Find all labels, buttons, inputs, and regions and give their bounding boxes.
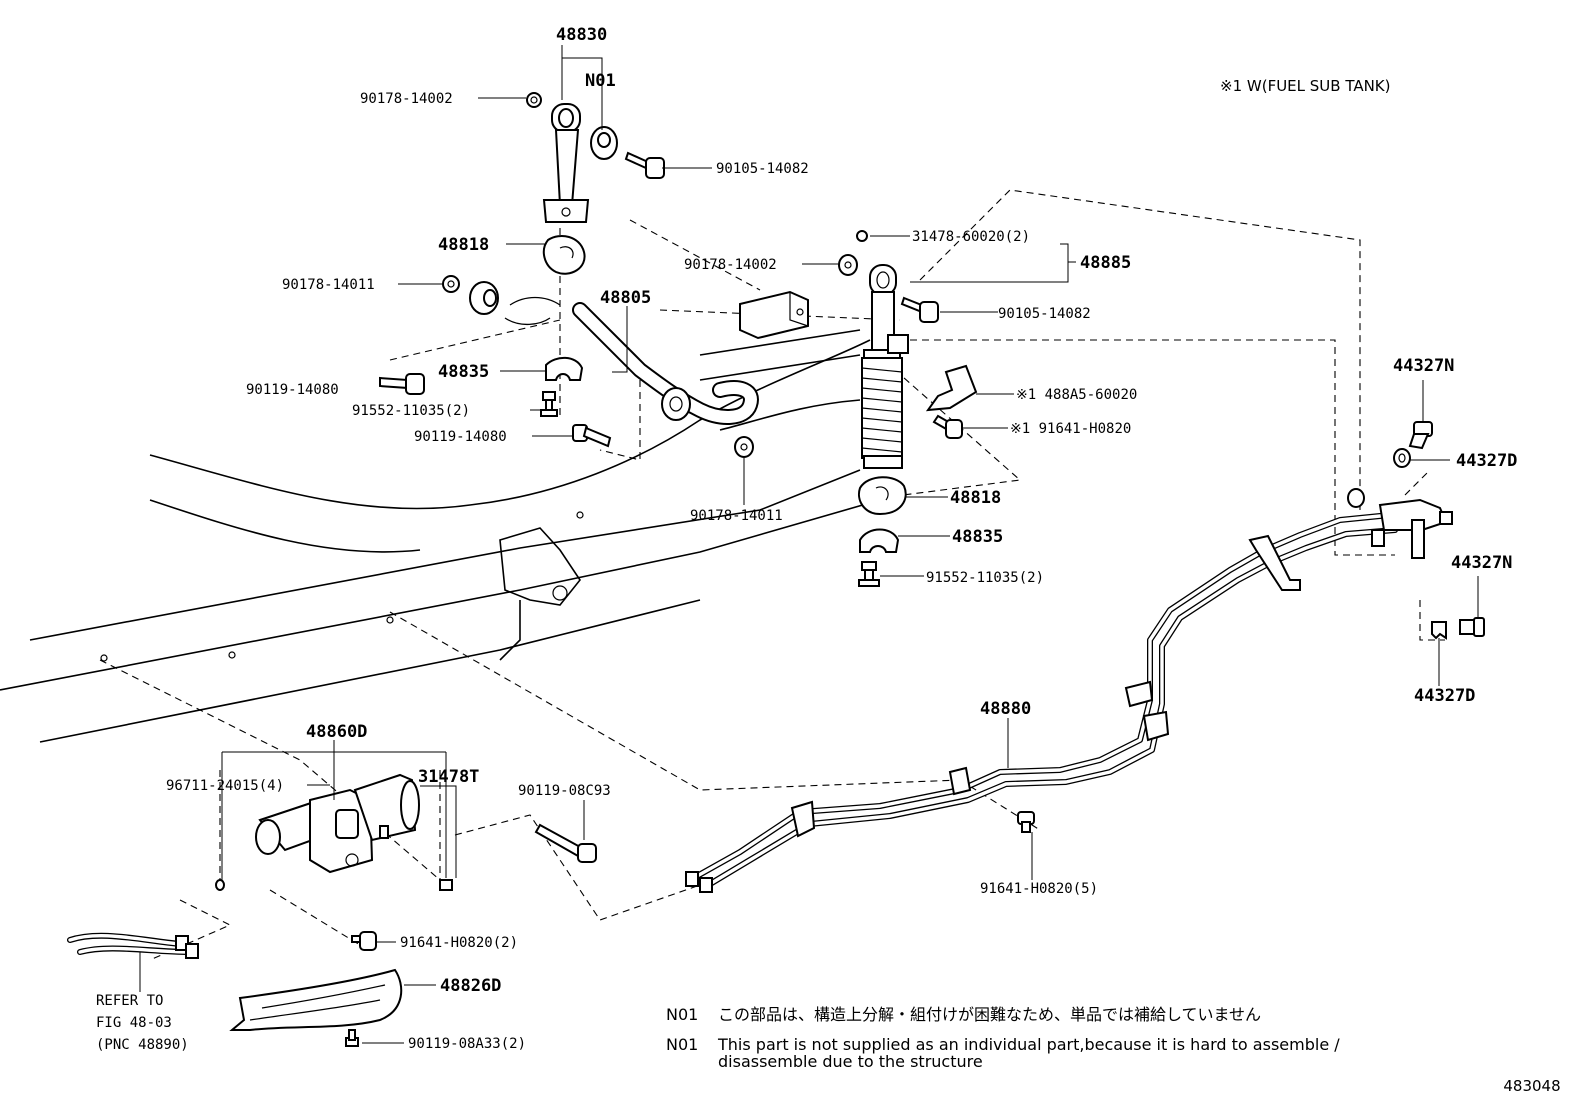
- label-90178-14002-a: 90178-14002: [360, 91, 453, 107]
- note-code-2: N01: [666, 1035, 698, 1054]
- stab-bushing-center[interactable]: [661, 387, 691, 421]
- nut-90178-14011-b[interactable]: [734, 436, 754, 458]
- label-n01: N01: [585, 71, 616, 91]
- label-90119-08a33: 90119-08A33(2): [408, 1036, 526, 1052]
- label-48818-b: 48818: [950, 488, 1001, 508]
- label-48818-a: 48818: [438, 235, 489, 255]
- bolt-90105-14082-a[interactable]: [624, 151, 665, 179]
- clip-44327d-b[interactable]: [1431, 621, 1447, 640]
- refer-line-1: REFER TO: [96, 993, 163, 1009]
- bushing-48818-left[interactable]: [542, 235, 586, 275]
- bolt-91641-h0820-b[interactable]: [1017, 811, 1035, 833]
- label-90105-14082-b: 90105-14082: [998, 306, 1091, 322]
- bushing-stab-end[interactable]: [469, 281, 499, 315]
- label-31478-60020: 31478-60020(2): [912, 229, 1030, 245]
- label-90178-14011-b: 90178-14011: [690, 508, 783, 524]
- label-31478t: 31478T: [418, 767, 479, 787]
- bolt-90119-08a33[interactable]: [345, 1029, 359, 1047]
- nut-90178-14011-a[interactable]: [442, 275, 460, 293]
- label-91552-11035-b: 91552-11035(2): [926, 570, 1044, 586]
- nut-90178-14002-b[interactable]: [838, 254, 858, 276]
- label-44327n-b: 44327N: [1451, 553, 1512, 573]
- protector-48826d[interactable]: [229, 968, 403, 1031]
- bracket-488a5-60020[interactable]: [925, 364, 978, 412]
- label-90119-08c93: 90119-08C93: [518, 783, 611, 799]
- bushing-n01[interactable]: [590, 126, 618, 160]
- label-44327d-b: 44327D: [1414, 686, 1475, 706]
- vehicle-frame: [0, 329, 881, 743]
- washer-44327d-a[interactable]: [1393, 448, 1411, 468]
- bolt-90119-14080-b[interactable]: [572, 424, 612, 448]
- tube-referenced: [67, 932, 199, 959]
- bolt-90105-14082-b[interactable]: [900, 296, 939, 323]
- label-48805: 48805: [600, 288, 651, 308]
- tube-48880[interactable]: [685, 512, 1398, 893]
- bolt-91552-11035-a[interactable]: [540, 391, 558, 417]
- stabilizer-bar[interactable]: [504, 296, 759, 425]
- note-text-2-line-1: This part is not supplied as an individu…: [717, 1035, 1340, 1054]
- valve-assembly-48860d[interactable]: [255, 773, 420, 874]
- bushing-48818-right[interactable]: [858, 476, 907, 516]
- label-91641-h0820-c: 91641-H0820(2): [400, 935, 518, 951]
- label-44327d-a: 44327D: [1456, 451, 1517, 471]
- bracket-48835-left[interactable]: [545, 356, 584, 381]
- nut-90178-14002-a[interactable]: [526, 92, 542, 108]
- bolt-90119-14080-a[interactable]: [379, 373, 425, 395]
- bolt-91641-h0820-a[interactable]: [932, 414, 963, 439]
- refer-line-2: FIG 48-03: [96, 1015, 172, 1031]
- nut-31478-60020[interactable]: [856, 230, 868, 242]
- label-90119-14080-b: 90119-14080: [414, 429, 507, 445]
- bracket-block[interactable]: [739, 290, 809, 340]
- bolt-44327n-b[interactable]: [1459, 617, 1485, 637]
- grommet-31478t[interactable]: [439, 879, 453, 891]
- bolt-91641-h0820-c[interactable]: [351, 931, 377, 951]
- variant-note: ※1 W(FUEL SUB TANK): [1220, 77, 1391, 95]
- note-code-1: N01: [666, 1005, 698, 1024]
- label-90178-14011-a: 90178-14011: [282, 277, 375, 293]
- label-90178-14002-b: 90178-14002: [684, 257, 777, 273]
- note-text-2-line-2: disassemble due to the structure: [718, 1052, 983, 1071]
- label-488a5-60020: ※1 488A5-60020: [1016, 387, 1137, 403]
- label-91641-h0820-a: ※1 91641-H0820: [1010, 421, 1131, 437]
- label-48860d: 48860D: [306, 722, 367, 742]
- bolt-44327n-a[interactable]: [1408, 421, 1433, 450]
- label-48835-a: 48835: [438, 362, 489, 382]
- refer-line-3: (PNC 48890): [96, 1037, 189, 1053]
- label-90105-14082-a: 90105-14082: [716, 161, 809, 177]
- label-44327n-a: 44327N: [1393, 356, 1454, 376]
- note-text-1: この部品は、構造上分解・組付けが困難なため、単品では補給していません: [718, 1005, 1261, 1024]
- label-48885: 48885: [1080, 253, 1131, 273]
- label-91552-11035-a: 91552-11035(2): [352, 403, 470, 419]
- label-96711-24015: 96711-24015(4): [166, 778, 284, 794]
- stabilizer-link-left[interactable]: [542, 103, 590, 223]
- label-91641-h0820-b: 91641-H0820(5): [980, 881, 1098, 897]
- illustration-number: 483048: [1503, 1077, 1560, 1095]
- label-90119-14080-a: 90119-14080: [246, 382, 339, 398]
- label-48835-b: 48835: [952, 527, 1003, 547]
- shock-absorber-48885[interactable]: [861, 264, 909, 469]
- label-48830: 48830: [556, 25, 607, 45]
- bolt-90119-08c93[interactable]: [534, 823, 597, 863]
- label-48826d: 48826D: [440, 976, 501, 996]
- label-48880: 48880: [980, 699, 1031, 719]
- nut-96711-24015[interactable]: [215, 879, 225, 891]
- junction-block[interactable]: [1347, 488, 1453, 559]
- bracket-48835-right[interactable]: [859, 528, 900, 553]
- leader-lines: [139, 45, 1479, 1044]
- bolt-91552-11035-b[interactable]: [858, 561, 880, 587]
